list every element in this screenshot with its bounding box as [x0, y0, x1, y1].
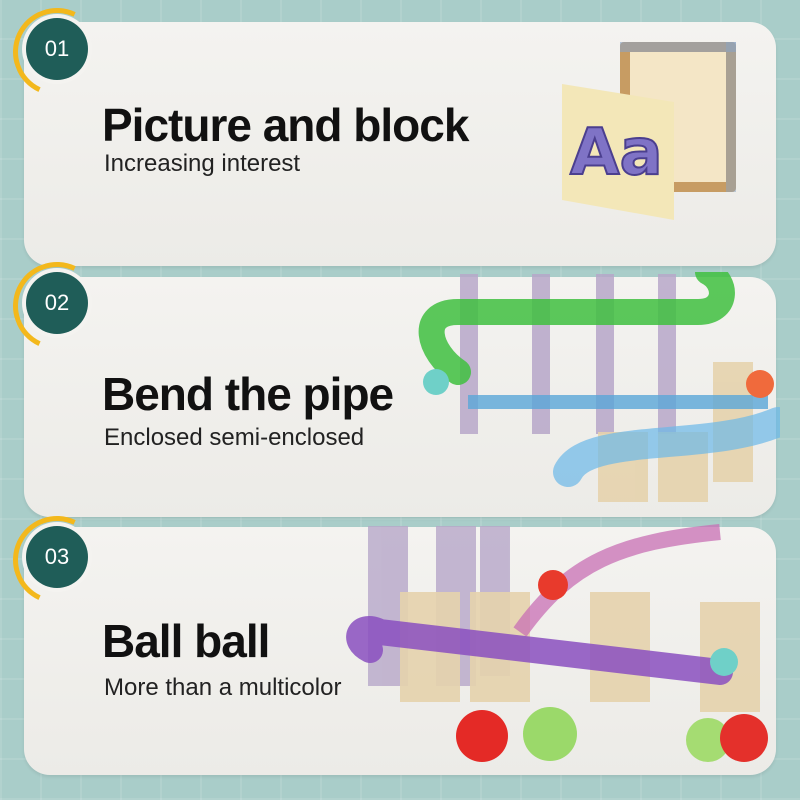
- light-green-ball: [686, 718, 730, 762]
- ball-track-illustration: [346, 524, 768, 762]
- teal-ball-on-track: [710, 648, 738, 676]
- red-ball-on-track: [538, 570, 568, 600]
- green-pipe: [418, 272, 735, 385]
- orange-ball: [746, 370, 774, 398]
- section-title-2: Bend the pipe: [102, 368, 394, 420]
- bend-pipe-illustration: [418, 272, 780, 502]
- section-number-badge-3: 03: [26, 526, 88, 588]
- section-subtitle-2: Enclosed semi-enclosed: [104, 424, 365, 451]
- section-title-3: Ball ball: [102, 615, 270, 667]
- red-ball-small: [720, 714, 768, 762]
- blue-pipe-curve: [553, 407, 780, 487]
- picture-block-illustration: Aa: [562, 42, 736, 220]
- section-number-badge-1: 01: [26, 18, 88, 80]
- section-subtitle-1: Increasing interest: [104, 150, 301, 177]
- section-title-1: Picture and block: [102, 99, 469, 151]
- teal-ball: [423, 369, 449, 395]
- section-subtitle-3: More than a multicolor: [104, 674, 342, 701]
- letter-card-text: Aa: [570, 116, 663, 190]
- section-number-badge-2: 02: [26, 272, 88, 334]
- purple-pipe: [346, 616, 733, 685]
- green-ball: [523, 707, 577, 761]
- pink-slide: [513, 524, 721, 637]
- letter-picture-card: [562, 84, 674, 220]
- red-ball: [456, 710, 508, 762]
